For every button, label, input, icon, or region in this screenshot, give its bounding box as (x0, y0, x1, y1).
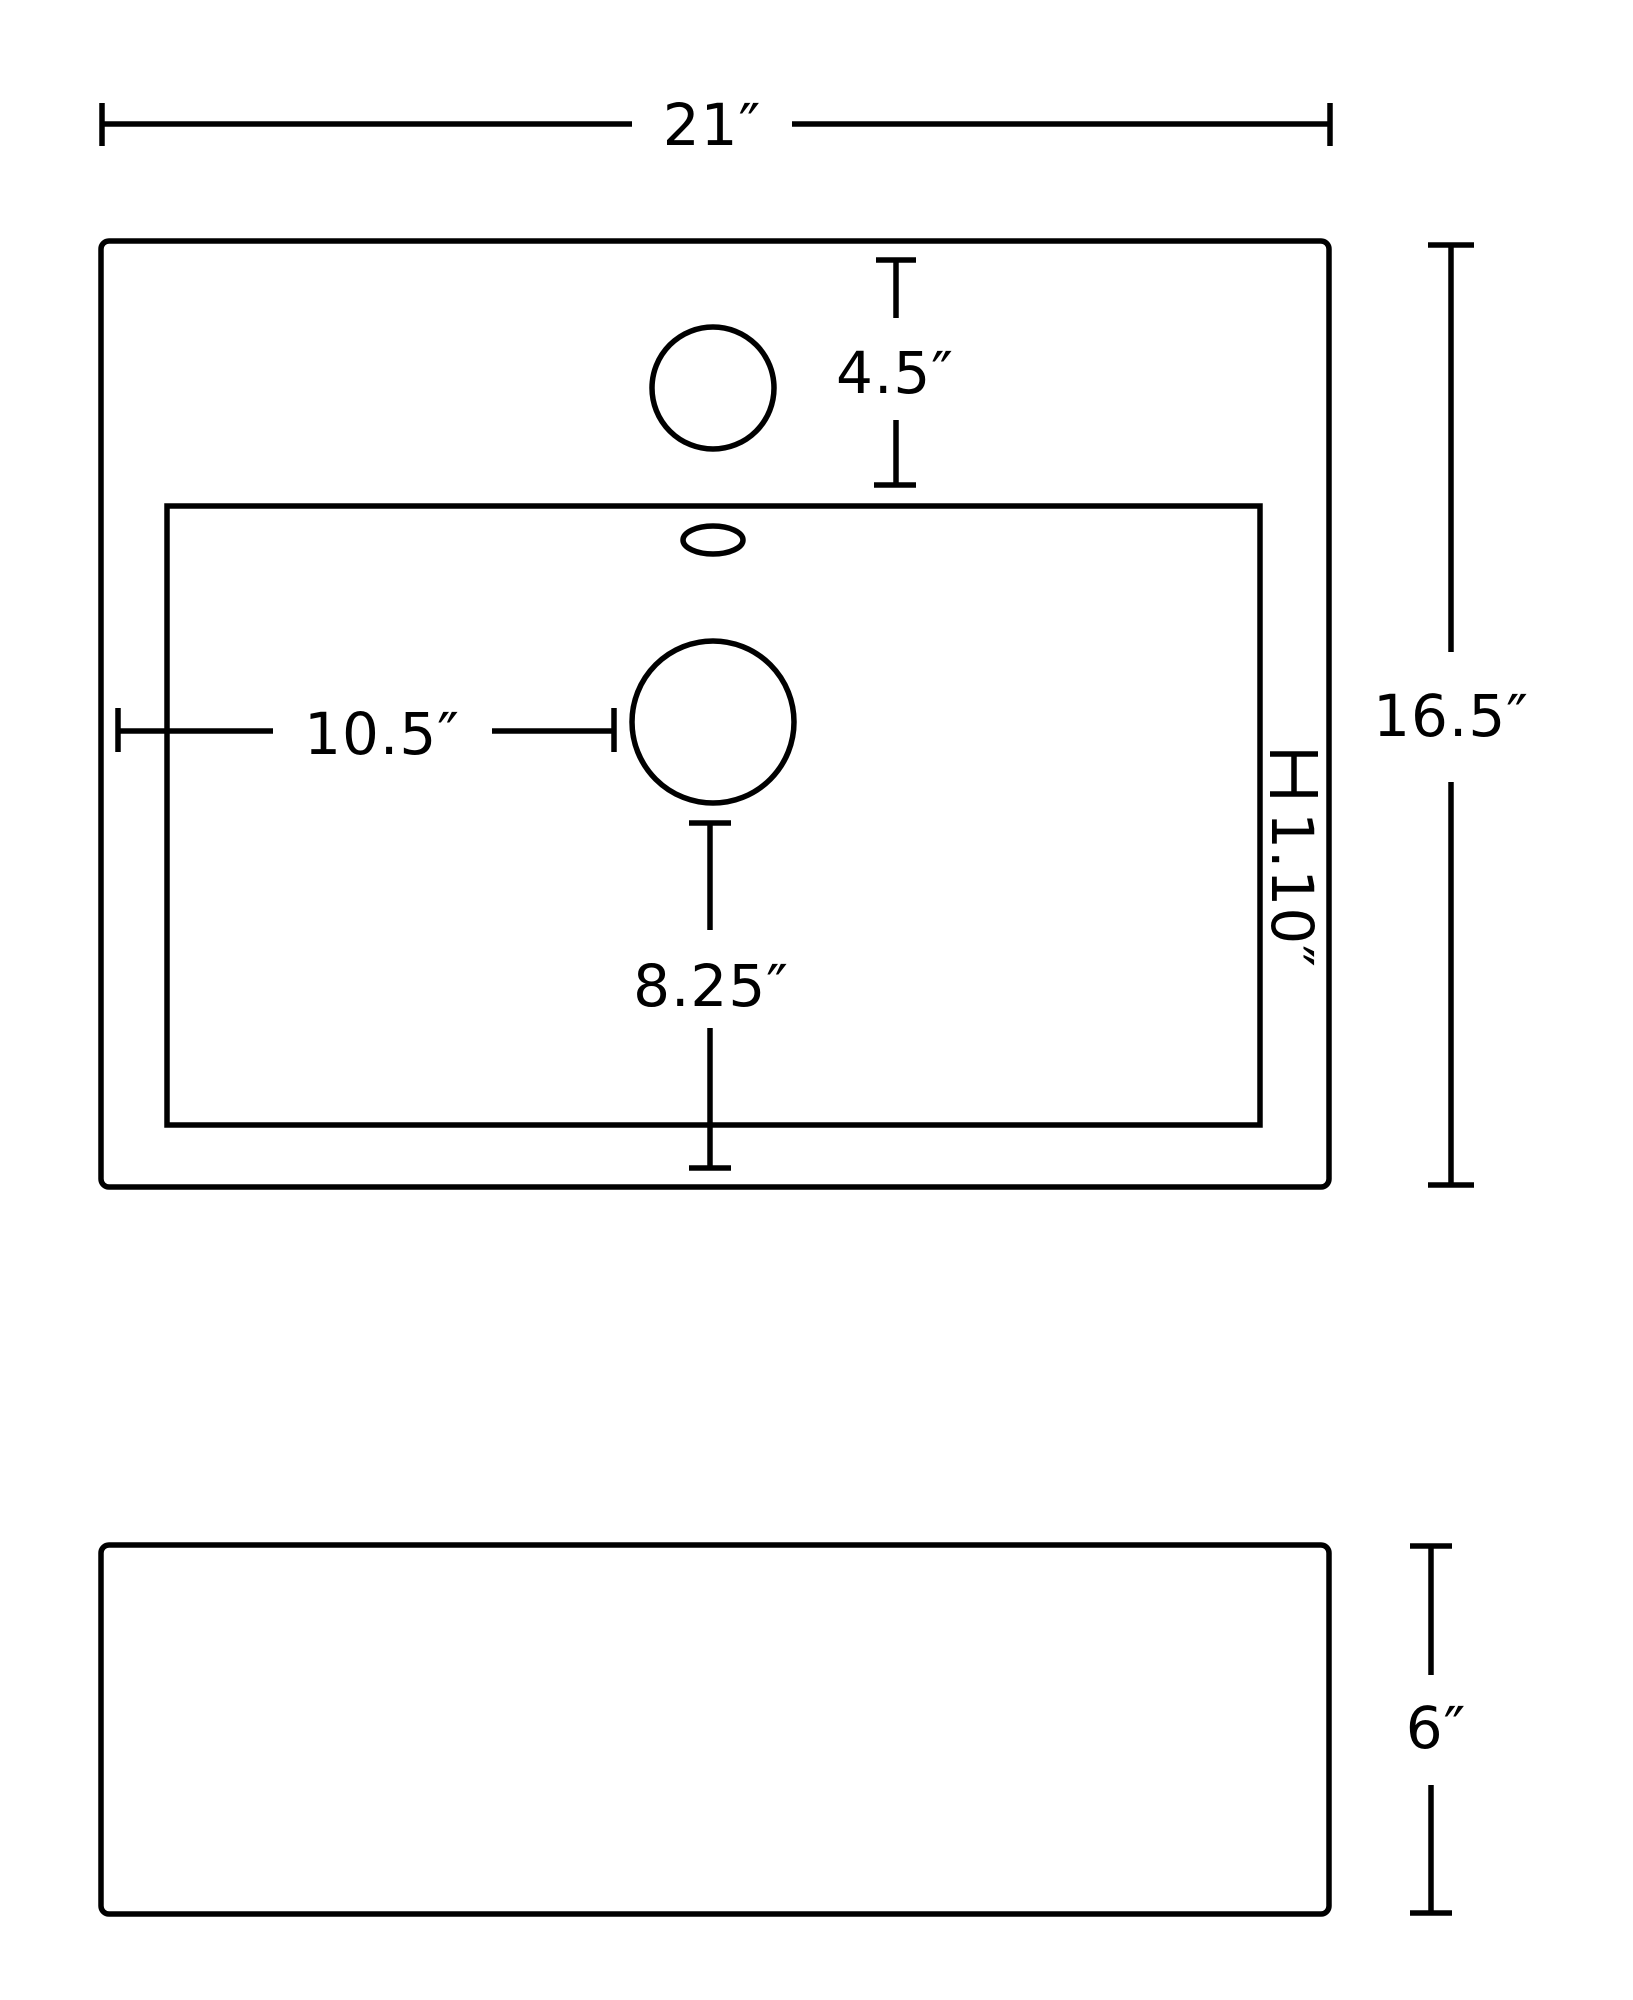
depth-dimension: 16.5″ (1373, 242, 1529, 1188)
basin-margin-dimension: 1.10″ (1258, 751, 1326, 968)
side-view-outline (98, 1542, 1332, 1917)
drain-front-offset-dimension: 8.25″ (633, 820, 789, 1171)
width-dim-label: 21″ (663, 91, 761, 159)
drain-side-offset-dimension: 10.5″ (115, 700, 617, 768)
depth-dim-label: 16.5″ (1373, 682, 1529, 750)
faucet-offset-dimension: 4.5″ (836, 257, 954, 488)
top-view-outline (98, 238, 1332, 1190)
width-dimension: 21″ (99, 91, 1333, 159)
front-dim-label: 8.25″ (633, 952, 789, 1020)
drain-hole (629, 638, 797, 806)
side-dim-label: 10.5″ (304, 700, 460, 768)
faucet-hole (649, 324, 777, 452)
faucet-dim-label: 4.5″ (836, 339, 954, 407)
margin-dim-label: 1.10″ (1258, 812, 1326, 968)
height-dimension: 6″ (1406, 1543, 1467, 1916)
height-dim-label: 6″ (1406, 1694, 1467, 1762)
overflow-slot (680, 523, 746, 557)
basin-outline (164, 503, 1263, 1128)
